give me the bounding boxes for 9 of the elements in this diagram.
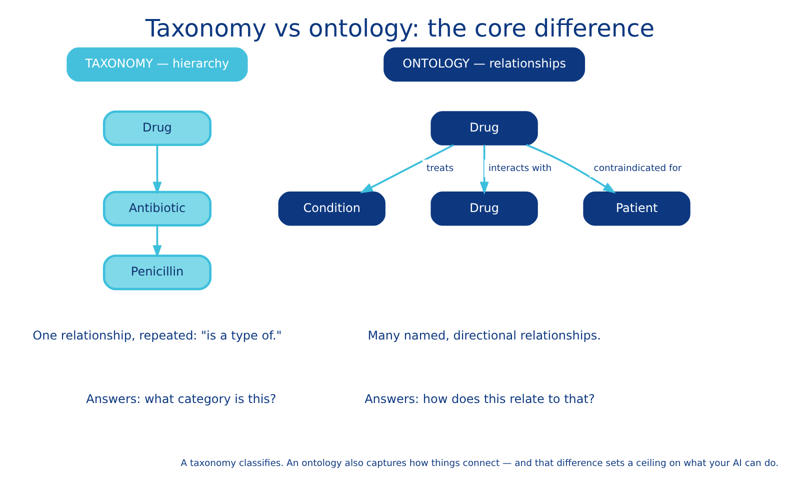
edge-label: contraindicated for — [594, 162, 682, 174]
edge-label: interacts with — [488, 162, 552, 174]
label: Answers: what category is this? — [86, 392, 276, 406]
label: Many named, directional relationships. — [368, 328, 601, 342]
edge-label: treats — [426, 162, 454, 174]
diagram-title: Taxonomy vs ontology: the core difference — [145, 14, 655, 42]
caption: A taxonomy classifies. An ontology also captures how things connect — and that difference sets a ceiling on what your AI can do. — [180, 457, 779, 468]
label: One relationship, repeated: "is a type of." — [32, 328, 282, 342]
label: Answers: how does this relate to that? — [364, 392, 595, 406]
